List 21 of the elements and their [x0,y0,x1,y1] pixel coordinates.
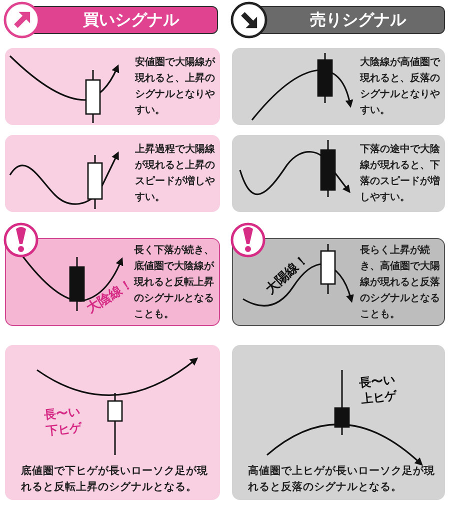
annotation-text: 長〜い上ヒゲ [358,371,398,407]
annotation-text: 長〜い下ヒゲ [43,403,84,439]
description-text: 底値圏で下ヒゲが長いローソク足が現れると反転上昇のシグナルとなる。 [21,464,209,495]
signal-panel [5,135,220,212]
description-text: 安値圏で大陽線が現れると、上昇のシグナルとなりやすい。 [135,55,216,118]
signal-panel [232,48,445,125]
signal-panel [5,345,220,500]
description-text: 長らく上昇が続き、高値圏で大陽線が現れると反落のシグナルとなることも。 [360,244,441,322]
description-text: 下落の途中で大陰線が現れると、下落のスピードが増しやすい。 [360,142,441,205]
signal-panel [5,238,220,326]
description-text: 高値圏で上ヒゲが長いローソク足が現れると反落のシグナルとなる。 [248,464,436,495]
signal-panel [5,48,220,125]
signal-panel [232,135,445,212]
header-title: 売りシグナル [310,10,406,30]
description-text: 長く下落が続き、底値圏で大陰線が現れると反転上昇のシグナルとなることも。 [134,244,215,322]
header-title: 買いシグナル [83,10,179,30]
description-text: 大陰線が高値圏で現れると、反落のシグナルとなりやすい。 [360,55,441,118]
description-text: 上昇過程で大陽線が現れると上昇のスピードが増しやすい。 [135,142,216,205]
signal-panel [232,345,445,500]
signal-panel [232,238,445,326]
annotation-text: 大陽線！ [262,250,312,298]
